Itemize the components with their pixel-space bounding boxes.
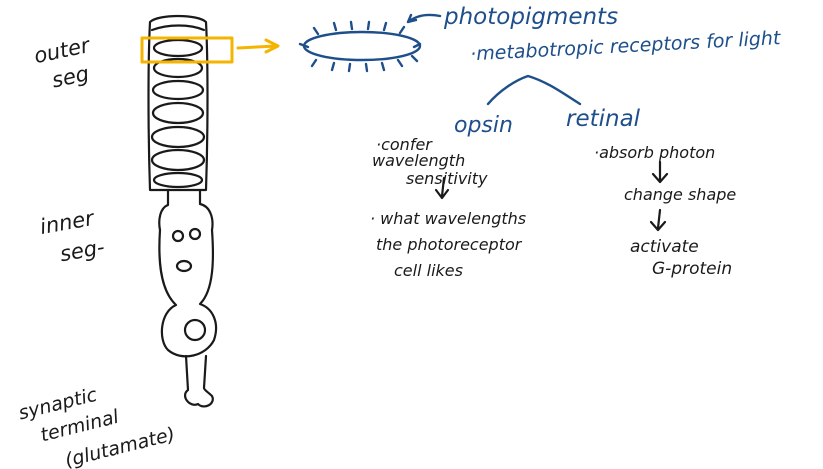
highlight-callout xyxy=(140,36,280,64)
branch-lines xyxy=(486,74,582,106)
axon xyxy=(183,354,214,408)
highlight-box xyxy=(140,36,234,64)
retinal-step3-line2: G-protein xyxy=(652,259,732,279)
opsin-point2-line1: · what wavelengths xyxy=(370,209,526,228)
disc-membranes xyxy=(150,24,206,189)
inner-seg-label-line2: seg- xyxy=(58,235,106,266)
mitochondrion-1 xyxy=(171,229,185,243)
opsin-point1-line1: ·confer xyxy=(376,135,433,154)
mitochondrion-2 xyxy=(188,227,202,241)
highlight-arrow xyxy=(236,38,280,54)
outer-seg-label-line2: seg xyxy=(50,61,91,92)
opsin-point2-line3: cell likes xyxy=(394,261,463,280)
nucleus xyxy=(183,318,207,342)
retinal-step2: change shape xyxy=(624,185,736,204)
inner-seg-label-line1: inner xyxy=(38,206,97,239)
photopigments-subtitle: ·metabotropic receptors for light xyxy=(470,27,783,65)
retinal-step1: ·absorb photon xyxy=(594,143,715,162)
opsin-title: opsin xyxy=(454,113,513,138)
opsin-arrow xyxy=(434,176,450,200)
retinal-step3-line1: activate xyxy=(630,237,699,257)
photopigments-title: photopigments xyxy=(443,4,618,30)
inner-segment-outline xyxy=(158,188,218,358)
photopigment-membrane xyxy=(298,13,442,73)
opsin-point1-line2: wavelength xyxy=(372,151,465,170)
opsin-point2-line2: the photoreceptor xyxy=(376,235,523,254)
photopigment-pointer xyxy=(406,13,442,24)
retinal-arrow-2 xyxy=(649,208,667,232)
photoreceptor-cell xyxy=(147,14,218,408)
retinal-title: retinal xyxy=(566,106,641,132)
mitochondrion-3 xyxy=(175,259,193,273)
outer-segment-outline xyxy=(147,14,209,192)
opsin-point1-line3: sensitivity xyxy=(406,169,488,188)
membrane-ticks xyxy=(298,20,422,73)
retinal-arrow-1 xyxy=(651,160,669,184)
